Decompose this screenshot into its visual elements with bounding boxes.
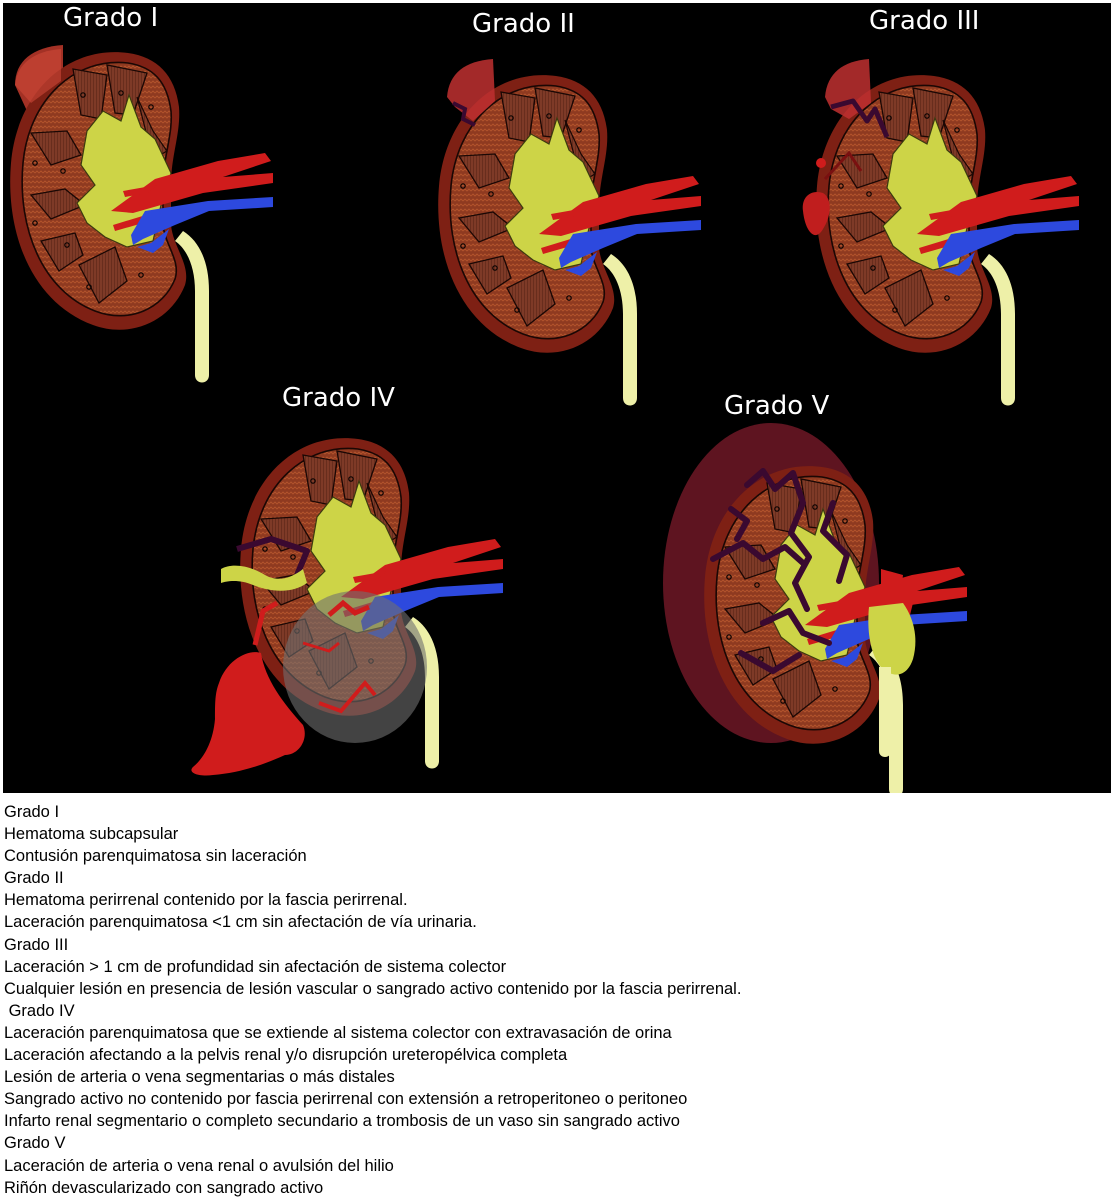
legend-line: Lesión de arteria o vena segmentarias o … bbox=[4, 1068, 395, 1087]
legend-line: Laceración parenquimatosa <1 cm sin afec… bbox=[4, 913, 477, 932]
legend-line: Laceración de arteria o vena renal o avu… bbox=[4, 1156, 394, 1175]
kidney-grade-1 bbox=[9, 45, 274, 384]
legend-grade-3-heading: Grado III bbox=[4, 935, 69, 954]
legend-line: Hematoma perirrenal contenido por la fas… bbox=[4, 891, 408, 910]
kidney-grade-5 bbox=[663, 423, 968, 793]
grade-4-title: Grado IV bbox=[282, 383, 395, 413]
legend-grade-1-heading: Grado I bbox=[4, 803, 60, 821]
kidney-grades-illustration: Grado I Grado II Grado III Grado IV Grad… bbox=[3, 3, 1111, 793]
legend-line: Laceración > 1 cm de profundidad sin afe… bbox=[4, 957, 507, 976]
legend-grade-4-heading: Grado IV bbox=[4, 1001, 75, 1020]
legend-line: Sangrado activo no contenido por fascia … bbox=[4, 1090, 688, 1109]
grade-1-title: Grado I bbox=[63, 3, 159, 33]
kidney-diagram-svg bbox=[9, 45, 1080, 793]
legend-line: Riñón devascularizado con sangrado activ… bbox=[4, 1178, 324, 1197]
legend-line: Infarto renal segmentario o completo sec… bbox=[4, 1112, 680, 1131]
legend-line: Laceración parenquimatosa que se extiend… bbox=[4, 1023, 672, 1042]
grade-3-title: Grado III bbox=[869, 6, 980, 36]
legend-line: Contusión parenquimatosa sin laceración bbox=[4, 847, 307, 866]
legend-line: Laceración afectando a la pelvis renal y… bbox=[4, 1046, 568, 1065]
grade-5-title: Grado V bbox=[724, 391, 830, 421]
kidney-grade-2 bbox=[437, 59, 702, 407]
grade-legend: Grado I Hematoma subcapsular Contusión p… bbox=[4, 801, 1110, 1199]
legend-line: Cualquier lesión en presencia de lesión … bbox=[4, 979, 742, 998]
grade-2-title: Grado II bbox=[472, 9, 575, 39]
legend-grade-5-heading: Grado V bbox=[4, 1134, 66, 1153]
kidney-grade-4 bbox=[191, 437, 504, 776]
legend-grade-2-heading: Grado II bbox=[4, 869, 64, 888]
kidney-grade-3 bbox=[802, 59, 1080, 407]
legend-line: Hematoma subcapsular bbox=[4, 825, 179, 844]
